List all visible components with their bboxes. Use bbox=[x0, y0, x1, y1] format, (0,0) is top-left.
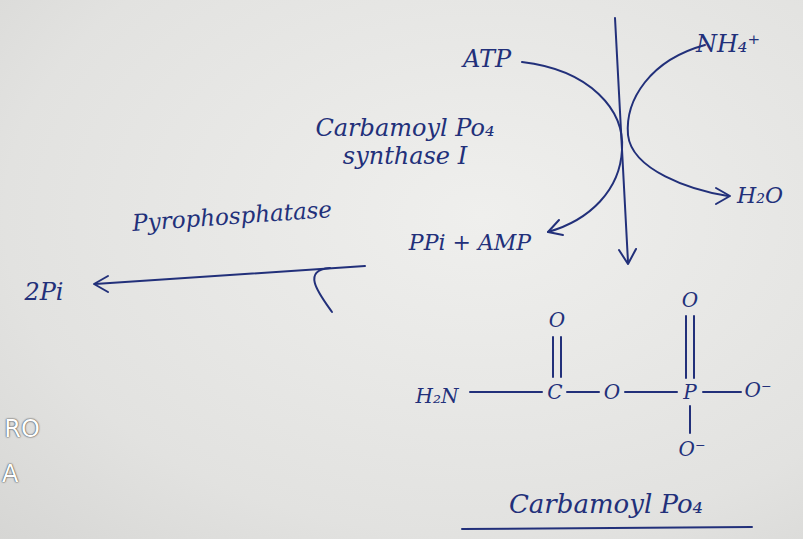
product-label: 2Pi bbox=[24, 279, 63, 307]
single-bond bbox=[689, 406, 691, 433]
enzyme-label: Carbamoyl Po₄ synthase I bbox=[290, 115, 520, 170]
compound-name: Carbamoyl Po₄ bbox=[509, 490, 703, 520]
arrow-head bbox=[619, 249, 636, 264]
atom-label: P bbox=[683, 381, 696, 404]
double-bond bbox=[686, 316, 694, 378]
single-bond bbox=[703, 391, 741, 393]
atom-label: O⁻ bbox=[745, 379, 772, 402]
single-bond bbox=[470, 391, 542, 393]
atom-label: O bbox=[604, 381, 620, 404]
product-label: PPi + AMP bbox=[409, 230, 531, 255]
enzyme-label: Pyrophosphatase bbox=[131, 196, 332, 236]
arrow-head bbox=[716, 188, 730, 204]
substrate-label: NH₄⁺ bbox=[696, 31, 760, 59]
arrow-head bbox=[94, 276, 108, 292]
atom-label: O bbox=[549, 309, 565, 332]
atom-label: O bbox=[682, 289, 698, 312]
single-bond bbox=[625, 391, 677, 393]
substrate-label: ATP bbox=[463, 46, 511, 74]
product-label: H₂O bbox=[737, 183, 783, 208]
ammonium-curve bbox=[628, 45, 728, 196]
atom-label: C bbox=[547, 381, 562, 404]
single-bond bbox=[567, 391, 599, 393]
watermark: A bbox=[2, 461, 18, 489]
atp-curve bbox=[522, 62, 622, 232]
arrow-head bbox=[548, 220, 563, 235]
underline bbox=[462, 527, 752, 529]
water-input-curve bbox=[314, 268, 332, 312]
atom-label: H₂N bbox=[416, 385, 459, 408]
watermark: RO bbox=[4, 416, 40, 444]
double-bond bbox=[553, 337, 561, 377]
atom-label: O⁻ bbox=[679, 438, 706, 461]
